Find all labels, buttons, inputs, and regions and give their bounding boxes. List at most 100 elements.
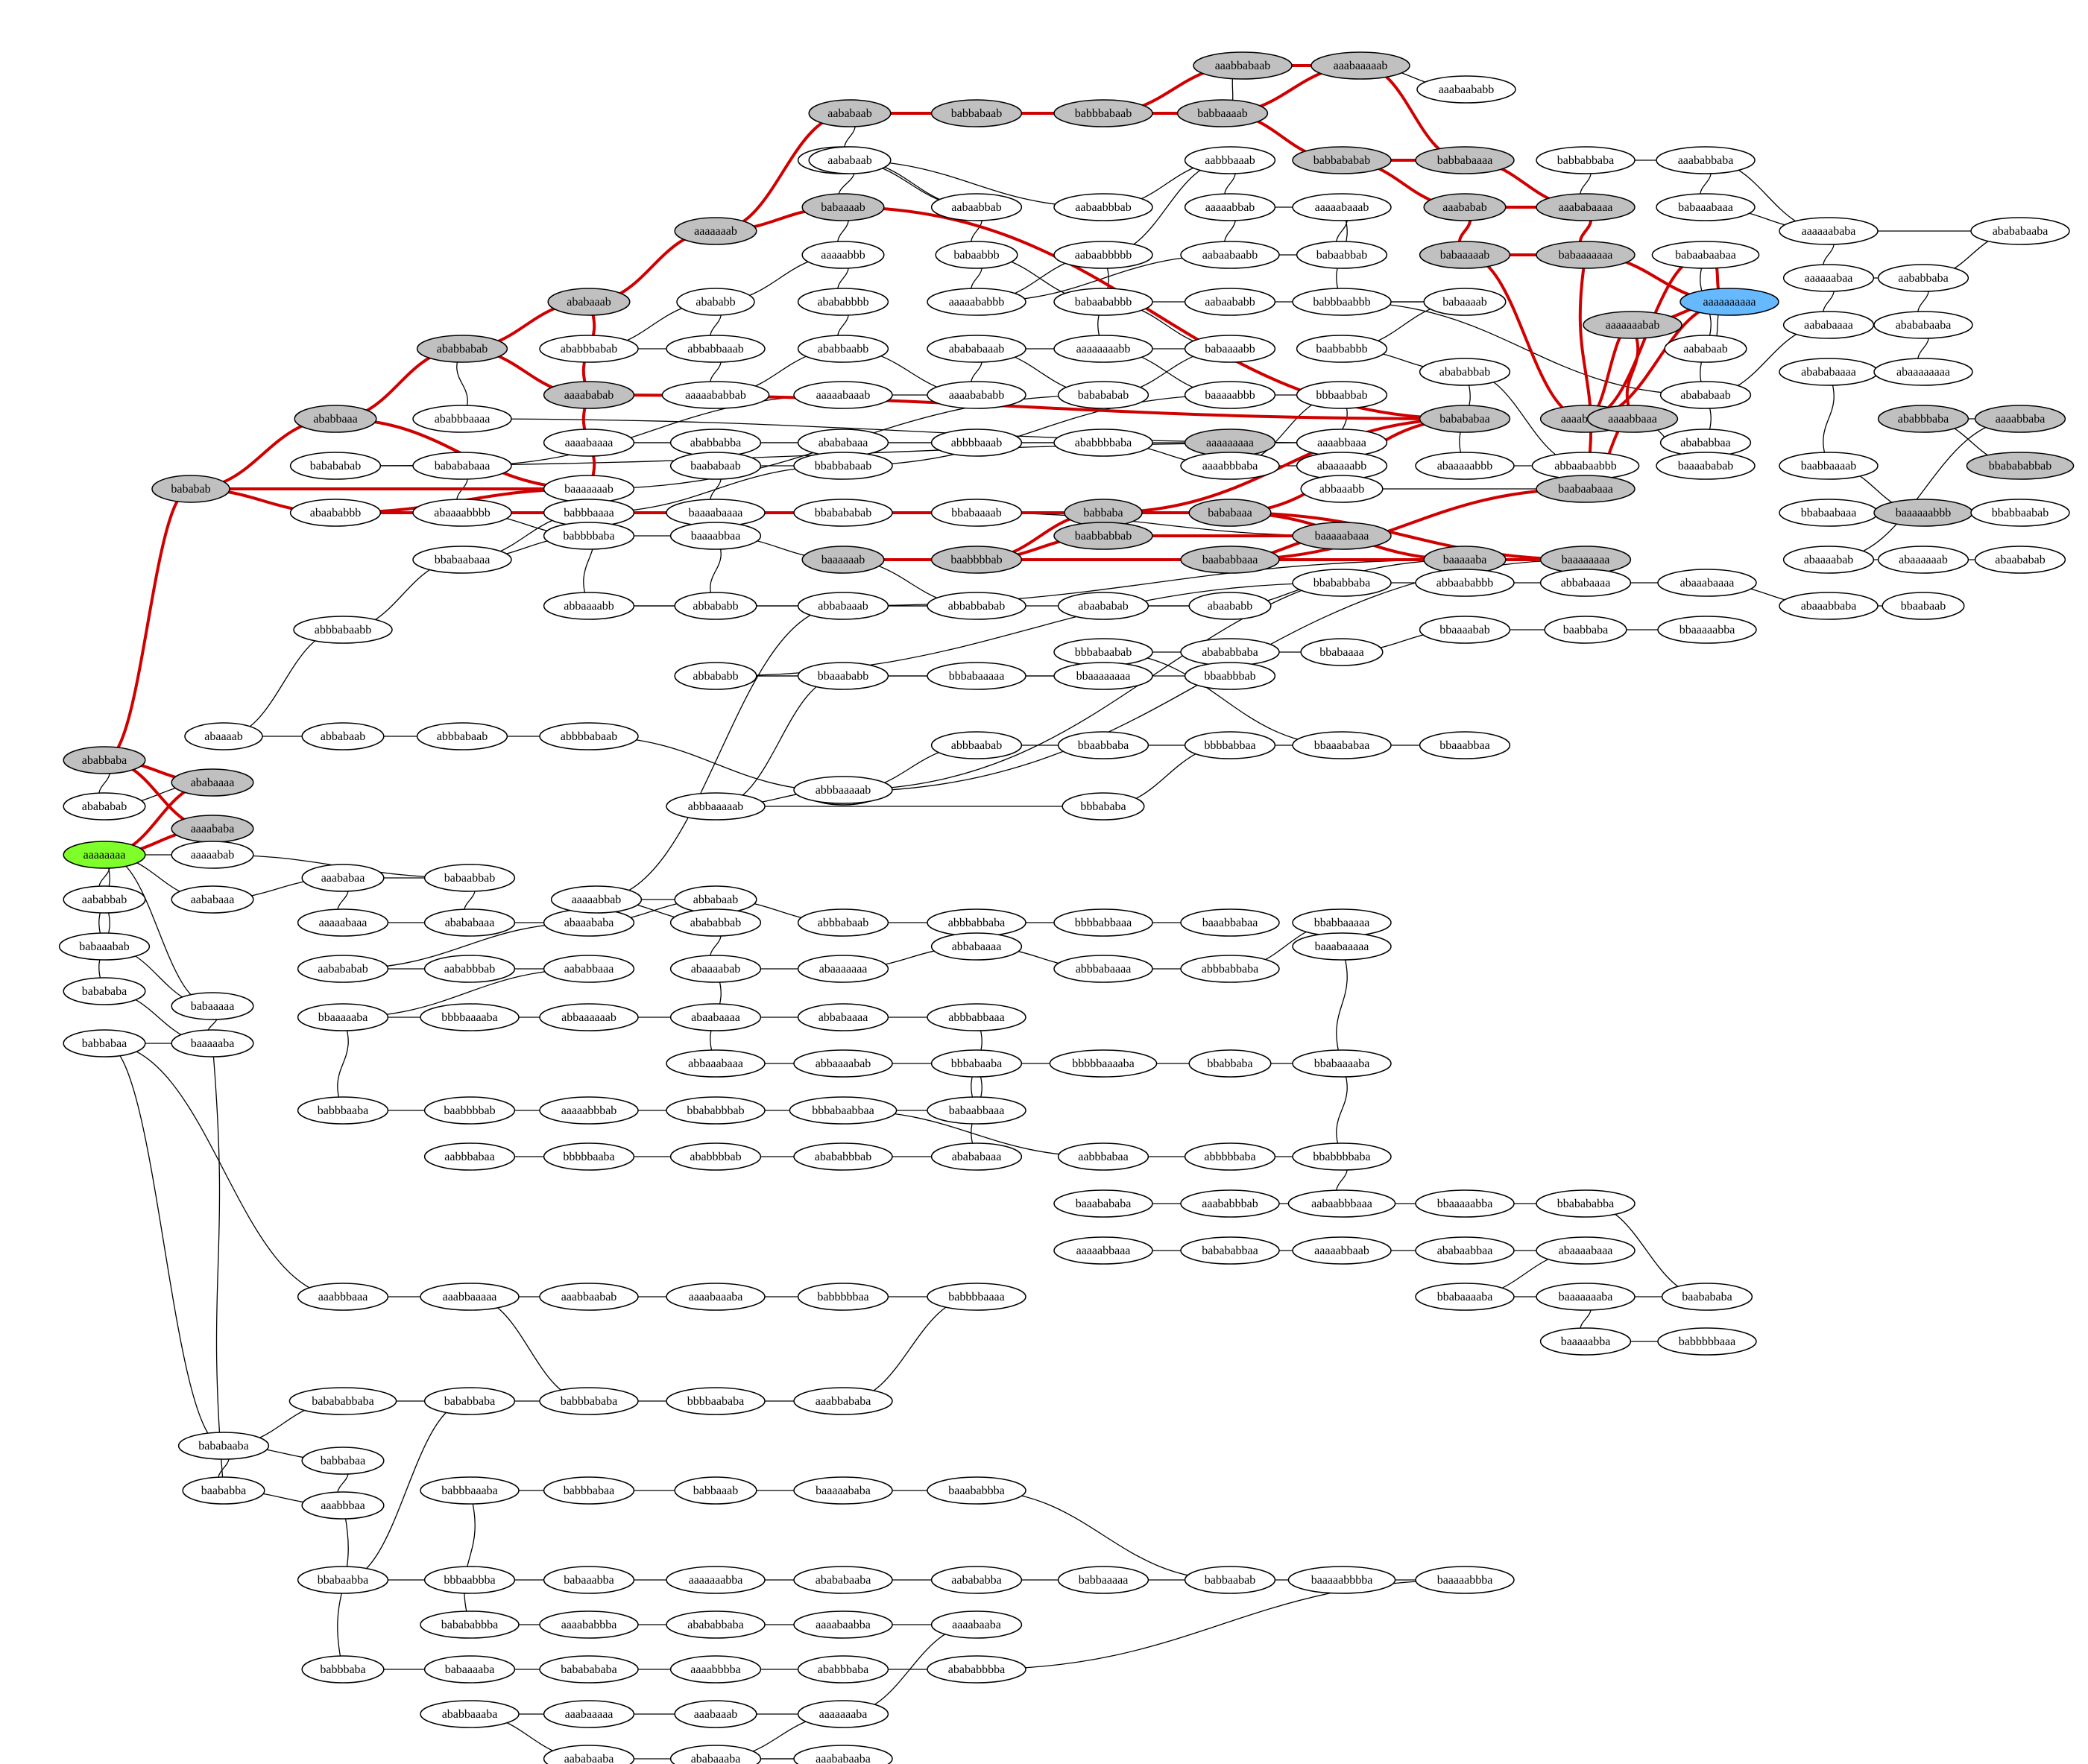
node-ellipse bbox=[1053, 522, 1153, 550]
graph-node: bbaaaaaba bbox=[297, 1003, 389, 1031]
path-edge bbox=[1229, 487, 1586, 561]
node-label: aababbbab bbox=[444, 963, 495, 976]
graph-node: abaababab bbox=[1057, 592, 1149, 620]
node-ellipse bbox=[1053, 335, 1153, 363]
node-label: bbabaabba bbox=[318, 1574, 368, 1587]
graph-node: baabbbbab bbox=[423, 1096, 516, 1125]
node-ellipse bbox=[927, 381, 1026, 409]
path-node: aaaababa bbox=[171, 815, 254, 843]
node-label: baaabababa bbox=[1076, 1198, 1132, 1210]
graph-node: babaababbb bbox=[1053, 288, 1153, 316]
node-label: abababaab bbox=[1680, 389, 1731, 402]
node-label: bbabbaba bbox=[1207, 1058, 1252, 1070]
node-ellipse bbox=[930, 1610, 1023, 1639]
node-label: baaaaaaaba bbox=[1559, 1291, 1613, 1303]
goal-node: aaaaaaaaaa bbox=[1679, 288, 1779, 316]
graph-node: aaaaabaaa bbox=[297, 908, 389, 937]
node-label: aaaaabbab bbox=[572, 894, 622, 906]
node-label: aaababaa bbox=[321, 872, 365, 885]
node-label: bbabbbbaba bbox=[1313, 1151, 1370, 1163]
node-ellipse bbox=[1779, 452, 1879, 480]
node-label: ababaaaa bbox=[191, 777, 235, 789]
graph-node: aaababbaba bbox=[1656, 146, 1756, 174]
graph-node: abababaaa bbox=[930, 1142, 1023, 1171]
node-ellipse bbox=[171, 841, 254, 869]
node-ellipse bbox=[1184, 193, 1276, 221]
graph-node: aaabaaab bbox=[674, 1700, 757, 1728]
node-label: ababbbaba bbox=[818, 1663, 868, 1676]
graph-node: bbabbbbaba bbox=[1292, 1142, 1392, 1171]
graph-edge bbox=[469, 1296, 590, 1402]
graph-node: bababaaba bbox=[177, 1432, 270, 1460]
graph-node: baaaaabbba bbox=[1415, 1566, 1515, 1594]
node-label: aaaaaaaabb bbox=[1076, 343, 1131, 355]
path-node: babbababab bbox=[1292, 146, 1392, 174]
graph-node: abaabaaaa bbox=[669, 1003, 762, 1031]
node-ellipse bbox=[539, 1610, 639, 1639]
node-label: babababbaa bbox=[1202, 1245, 1258, 1257]
node-ellipse bbox=[1184, 731, 1276, 759]
node-ellipse bbox=[423, 1142, 516, 1171]
node-label: aaaaaaabab bbox=[1606, 319, 1660, 332]
graph-node: abbaaaabb bbox=[543, 592, 635, 620]
node-label: bababaaa bbox=[1208, 507, 1252, 519]
node-ellipse bbox=[301, 1655, 385, 1684]
node-ellipse bbox=[1184, 288, 1276, 316]
node-ellipse bbox=[1536, 1236, 1636, 1265]
node-ellipse bbox=[63, 746, 146, 774]
graph-node: abaaaaaaa bbox=[797, 955, 889, 983]
node-ellipse bbox=[550, 885, 643, 914]
graph-node: aaaabaaba bbox=[930, 1610, 1023, 1639]
node-label: babaabbab bbox=[444, 872, 495, 885]
node-ellipse bbox=[1053, 429, 1153, 457]
node-ellipse bbox=[539, 1283, 639, 1311]
path-edge bbox=[1229, 511, 1586, 561]
node-ellipse bbox=[297, 908, 389, 937]
graph-node: aaaaabaaab bbox=[1292, 193, 1392, 221]
node-label: aabaabbbbb bbox=[1075, 249, 1132, 262]
node-label: babbbaaaba bbox=[441, 1485, 498, 1497]
node-ellipse bbox=[669, 955, 762, 983]
node-ellipse bbox=[1877, 546, 1969, 574]
node-label: aabaabbab bbox=[951, 201, 1002, 214]
node-ellipse bbox=[539, 1655, 639, 1684]
graph-node: abbababb bbox=[674, 662, 757, 690]
node-ellipse bbox=[423, 864, 516, 892]
node-ellipse bbox=[288, 1387, 397, 1415]
graph-node: bbbbbaaaaba bbox=[1049, 1049, 1158, 1078]
node-ellipse bbox=[801, 193, 885, 221]
path-node: babbabaab bbox=[930, 99, 1023, 127]
graph-node: babaabaabaa bbox=[1651, 241, 1760, 269]
graph-node: abababab bbox=[63, 792, 146, 821]
graph-node: aaaaaaabba bbox=[666, 1566, 766, 1594]
graph-node: bbabaaaaba bbox=[1292, 1049, 1392, 1078]
path-node: aaababaaaa bbox=[1536, 193, 1636, 221]
graph-node: abaaaabaaa bbox=[1536, 1236, 1636, 1265]
node-ellipse bbox=[1419, 616, 1511, 644]
graph-node: aaaaaaaabb bbox=[1053, 335, 1153, 363]
node-ellipse bbox=[1180, 1189, 1280, 1218]
node-ellipse bbox=[1292, 1236, 1392, 1265]
graph-node: aababbaaa bbox=[543, 955, 635, 983]
node-label: babaaaab bbox=[1442, 296, 1487, 309]
graph-node: bababbaba bbox=[423, 1387, 516, 1415]
node-ellipse bbox=[793, 1745, 893, 1764]
node-ellipse bbox=[1974, 405, 2066, 433]
path-node: baaaaaba bbox=[1423, 546, 1507, 574]
node-ellipse bbox=[669, 522, 762, 550]
node-label: abbabaaaa bbox=[1561, 577, 1611, 589]
node-ellipse bbox=[1544, 616, 1627, 644]
graph-node: aaaaabbab bbox=[550, 885, 643, 914]
graph-node: aaaaabbab bbox=[1184, 193, 1276, 221]
graph-node: aaabbbaaa bbox=[297, 1283, 389, 1311]
graph-node: babbabaa bbox=[301, 1447, 385, 1475]
node-label: aaaabbbba bbox=[690, 1663, 741, 1676]
node-ellipse bbox=[1053, 1189, 1153, 1218]
node-ellipse bbox=[797, 592, 889, 620]
node-label: babbbaabbb bbox=[1313, 296, 1370, 309]
node-ellipse bbox=[1659, 381, 1752, 409]
node-ellipse bbox=[669, 1003, 762, 1031]
graph-node: aabbbabaa bbox=[423, 1142, 516, 1171]
node-label: babbaaaaa bbox=[1079, 1574, 1129, 1587]
node-label: baababba bbox=[201, 1485, 246, 1497]
